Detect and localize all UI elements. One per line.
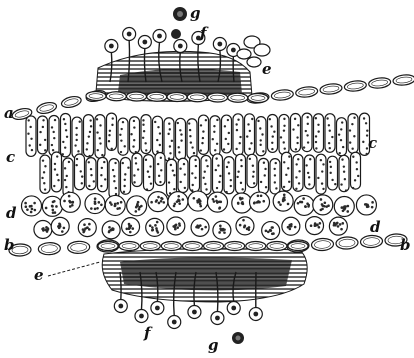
palisade-cell (282, 152, 292, 191)
upper-epidermis-cell (392, 74, 414, 87)
label-d-left: d (6, 204, 17, 222)
palisade-cell (118, 118, 128, 155)
palisade-cell (40, 155, 50, 193)
palisade-cell (199, 115, 209, 154)
label-g-bottom: g (208, 336, 219, 354)
label-e-bottom: e (34, 266, 44, 284)
label-b-left: b (4, 236, 15, 254)
spongy-cell (146, 218, 164, 236)
palisade-cell (339, 155, 349, 191)
palisade-cell (52, 152, 62, 192)
spongy-cells (21, 191, 376, 239)
palisade-cell (348, 114, 358, 154)
spore-bottom (232, 332, 244, 344)
spore-top-1 (173, 7, 187, 21)
palisade-cell (187, 119, 197, 159)
palisade-cell (109, 159, 119, 199)
label-a: a (4, 104, 14, 122)
palisade-cell (256, 117, 266, 156)
palisade-cell (86, 158, 96, 190)
spore-top-2 (171, 29, 181, 39)
palisade-cell (314, 114, 324, 153)
label-d-right: d (370, 218, 381, 236)
leader-e-bottom (48, 262, 100, 276)
palisade-cell (178, 158, 188, 192)
palisade-cell (176, 118, 186, 160)
palisade-cell (325, 114, 335, 153)
palisade-cell (63, 158, 73, 197)
label-c-left: c (6, 148, 15, 166)
palisade-cell (95, 115, 105, 159)
label-e-top: e (262, 60, 272, 78)
label-b-right: b (400, 236, 411, 254)
label-f-top: f (199, 24, 209, 42)
palisade-cell (72, 117, 82, 158)
palisade-cell (222, 115, 232, 153)
palisade-cell (351, 152, 361, 189)
palisade-cell (98, 157, 108, 191)
palisade-cell (153, 116, 163, 155)
palisade-cell (190, 156, 200, 192)
label-f-bottom: f (143, 324, 153, 342)
palisade-cell (38, 116, 48, 154)
upper-epidermis-cell (60, 95, 82, 109)
palisade-cells (26, 113, 370, 198)
upper-epidermis-cell (36, 101, 58, 115)
label-c-right: c (368, 134, 377, 152)
palisade-cell (61, 113, 71, 156)
palisade-cell (268, 114, 278, 152)
palisade-cell (247, 154, 257, 187)
palisade-cell (302, 113, 312, 151)
label-g-top: g (190, 4, 201, 22)
palisade-cell (107, 113, 117, 150)
